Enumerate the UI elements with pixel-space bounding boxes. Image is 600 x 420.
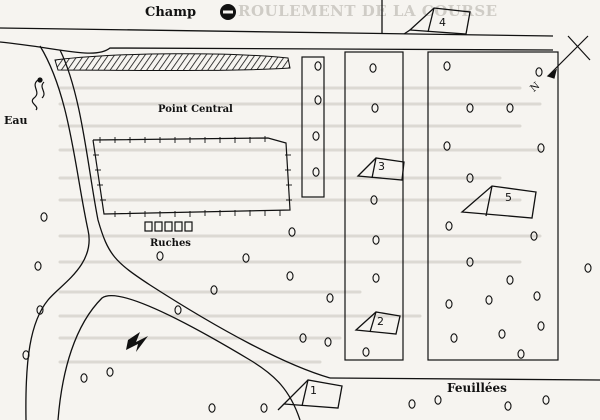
camping-plots: [344, 51, 559, 361]
tent-icon: [277, 379, 343, 411]
tree-marker: [312, 167, 320, 177]
beehives: [144, 221, 193, 232]
tree-marker: [40, 212, 48, 222]
label-champ: Champ: [145, 5, 197, 20]
tree-marker: [542, 395, 550, 405]
tree-marker: [286, 271, 294, 281]
hatched-hedge: [54, 53, 291, 71]
tree-marker: [537, 143, 545, 153]
tree-marker: [314, 95, 322, 105]
tree-marker: [535, 67, 543, 77]
water-source-icon: [31, 77, 45, 111]
tree-marker: [445, 221, 453, 231]
tent-icon: [356, 157, 405, 181]
fenced-enclosure: [92, 136, 292, 217]
compass-mark: N: [528, 80, 542, 94]
tree-marker: [36, 305, 44, 315]
tree-marker: [498, 329, 506, 339]
vertical-strip: [301, 56, 325, 198]
tent-icon: [460, 185, 537, 219]
tree-marker: [504, 401, 512, 411]
tent-icon: [403, 7, 471, 35]
lightning-icon: [126, 332, 148, 352]
tree-marker: [156, 251, 164, 261]
tree-marker: [530, 231, 538, 241]
tree-marker: [370, 195, 378, 205]
tents: [277, 7, 537, 411]
tree-marker: [324, 337, 332, 347]
tree-marker: [312, 131, 320, 141]
plot-right: [427, 51, 559, 361]
label-point-central: Point Central: [158, 104, 233, 115]
tree-marker: [466, 257, 474, 267]
tree-marker: [537, 321, 545, 331]
tree-marker: [80, 373, 88, 383]
trees: [22, 61, 592, 413]
tree-marker: [208, 403, 216, 413]
tent-number: 5: [505, 191, 512, 204]
tree-marker: [506, 103, 514, 113]
tree-marker: [34, 261, 42, 271]
tree-marker: [443, 61, 451, 71]
tree-marker: [260, 403, 268, 413]
label-feuillees: Feuillées: [447, 381, 507, 395]
tent-number: 1: [310, 384, 317, 397]
main-path-right: [59, 49, 331, 379]
tree-marker: [450, 333, 458, 343]
tent-numbers: 4 3 5 2 1: [310, 16, 512, 397]
tree-marker: [369, 63, 377, 73]
plot-middle: [344, 51, 404, 361]
tree-marker: [584, 263, 592, 273]
tree-marker: [314, 61, 322, 71]
tent-number: 2: [377, 315, 384, 328]
tree-marker: [485, 295, 493, 305]
compass-arrow-icon: [546, 35, 591, 79]
top-road-edge-upper: [0, 27, 554, 37]
tree-marker: [443, 141, 451, 151]
tree-marker: [210, 285, 218, 295]
bottom-road-edge: [329, 377, 600, 381]
tree-marker: [445, 299, 453, 309]
tree-marker: [372, 273, 380, 283]
tree-marker: [22, 350, 30, 360]
tree-marker: [288, 227, 296, 237]
no-entry-icon: [220, 4, 236, 20]
tree-marker: [174, 305, 182, 315]
tent-number: 3: [378, 160, 385, 173]
top-road-edge-lower: [0, 41, 554, 54]
tree-marker: [408, 399, 416, 409]
tree-marker: [299, 333, 307, 343]
tent-icon: [354, 311, 401, 335]
tent-number: 4: [439, 16, 446, 29]
tree-marker: [106, 367, 114, 377]
branch-path: [57, 295, 301, 420]
tree-marker: [506, 275, 514, 285]
label-eau: Eau: [4, 114, 28, 127]
label-ruches: Ruches: [150, 238, 191, 249]
bleed-through-lines: [58, 86, 542, 364]
tree-marker: [517, 349, 525, 359]
tree-marker: [371, 103, 379, 113]
tree-marker: [326, 293, 334, 303]
tree-marker: [242, 253, 250, 263]
tree-marker: [466, 173, 474, 183]
tree-marker: [372, 235, 380, 245]
main-path-left: [25, 45, 90, 420]
tree-marker: [533, 291, 541, 301]
tree-marker: [434, 395, 442, 405]
tree-marker: [362, 347, 370, 357]
tree-marker: [466, 103, 474, 113]
